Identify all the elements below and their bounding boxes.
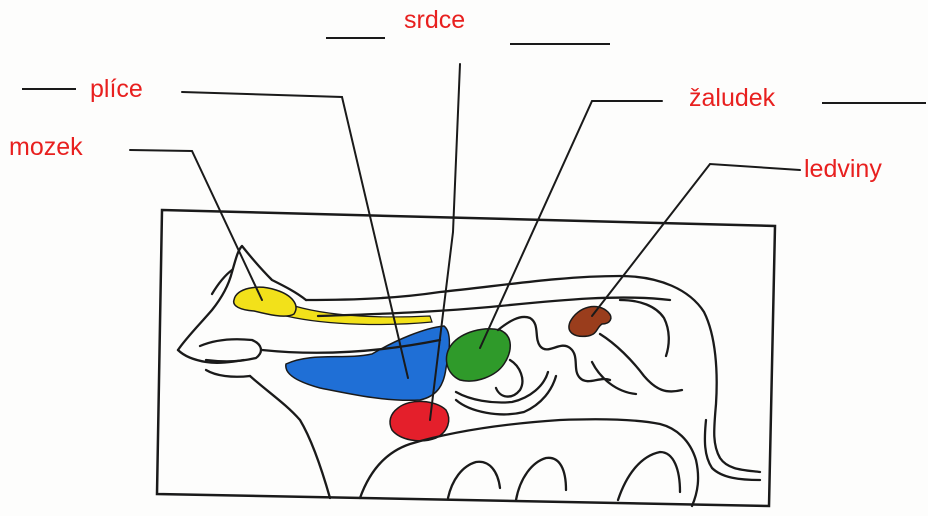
label-srdce: srdce <box>404 6 465 34</box>
stomach-shape <box>446 329 510 381</box>
label-zaludek: žaludek <box>689 84 775 112</box>
brain-shape <box>234 287 296 316</box>
leader-line-zaludek <box>480 101 662 348</box>
label-plice: plíce <box>90 75 143 103</box>
leader-line-plice <box>182 92 408 378</box>
heart-shape <box>390 401 449 440</box>
answer-blanks <box>22 38 926 103</box>
leader-line-ledviny <box>592 164 800 316</box>
leader-line-mozek <box>130 150 262 300</box>
label-ledviny: ledviny <box>804 155 882 183</box>
label-mozek: mozek <box>9 133 83 161</box>
kidney-shape <box>569 307 611 337</box>
organs <box>234 287 611 441</box>
lung-shape <box>286 326 450 400</box>
